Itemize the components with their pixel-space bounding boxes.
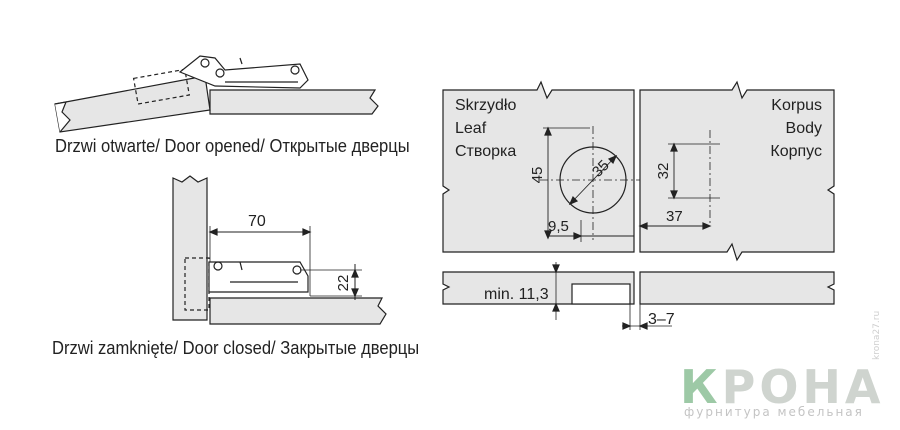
body-label-pl: Korpus bbox=[771, 97, 822, 114]
leaf-panel bbox=[442, 80, 640, 253]
brand-site: krona27.ru bbox=[872, 310, 882, 360]
leaf-label-pl: Skrzydło bbox=[455, 97, 516, 114]
dim-plate-spacing: 32 bbox=[655, 163, 672, 180]
door-closed-drawing bbox=[172, 175, 387, 325]
dim-cup-edge: 9,5 bbox=[548, 218, 569, 235]
brand-logo: КРОНА bbox=[680, 360, 885, 414]
dim-plate-edge: 37 bbox=[666, 208, 683, 225]
brand-logo-rest: РОНА bbox=[721, 360, 885, 414]
caption-door-closed: Drzwi zamknięte/ Door closed/ Закрытые д… bbox=[52, 338, 420, 358]
body-label-en: Body bbox=[786, 120, 822, 137]
dim-closed-height: 22 bbox=[335, 275, 352, 292]
caption-door-opened: Drzwi otwarte/ Door opened/ Открытые две… bbox=[55, 136, 410, 156]
brand-tagline: фурнитура мебельная bbox=[684, 405, 864, 419]
dim-cup-distance: 45 bbox=[529, 167, 546, 184]
door-opened-drawing bbox=[54, 55, 379, 133]
dim-min-thickness: min. 11,3 bbox=[484, 286, 549, 303]
body-label-ru: Корпус bbox=[770, 143, 822, 160]
leaf-label-en: Leaf bbox=[455, 120, 487, 137]
dim-gap: 3–7 bbox=[648, 311, 675, 328]
section-strip bbox=[442, 262, 835, 330]
leaf-label-ru: Створка bbox=[455, 143, 516, 160]
brand-logo-first-letter: К bbox=[680, 360, 722, 414]
dim-closed-width: 70 bbox=[248, 213, 266, 230]
body-panel bbox=[638, 80, 835, 262]
